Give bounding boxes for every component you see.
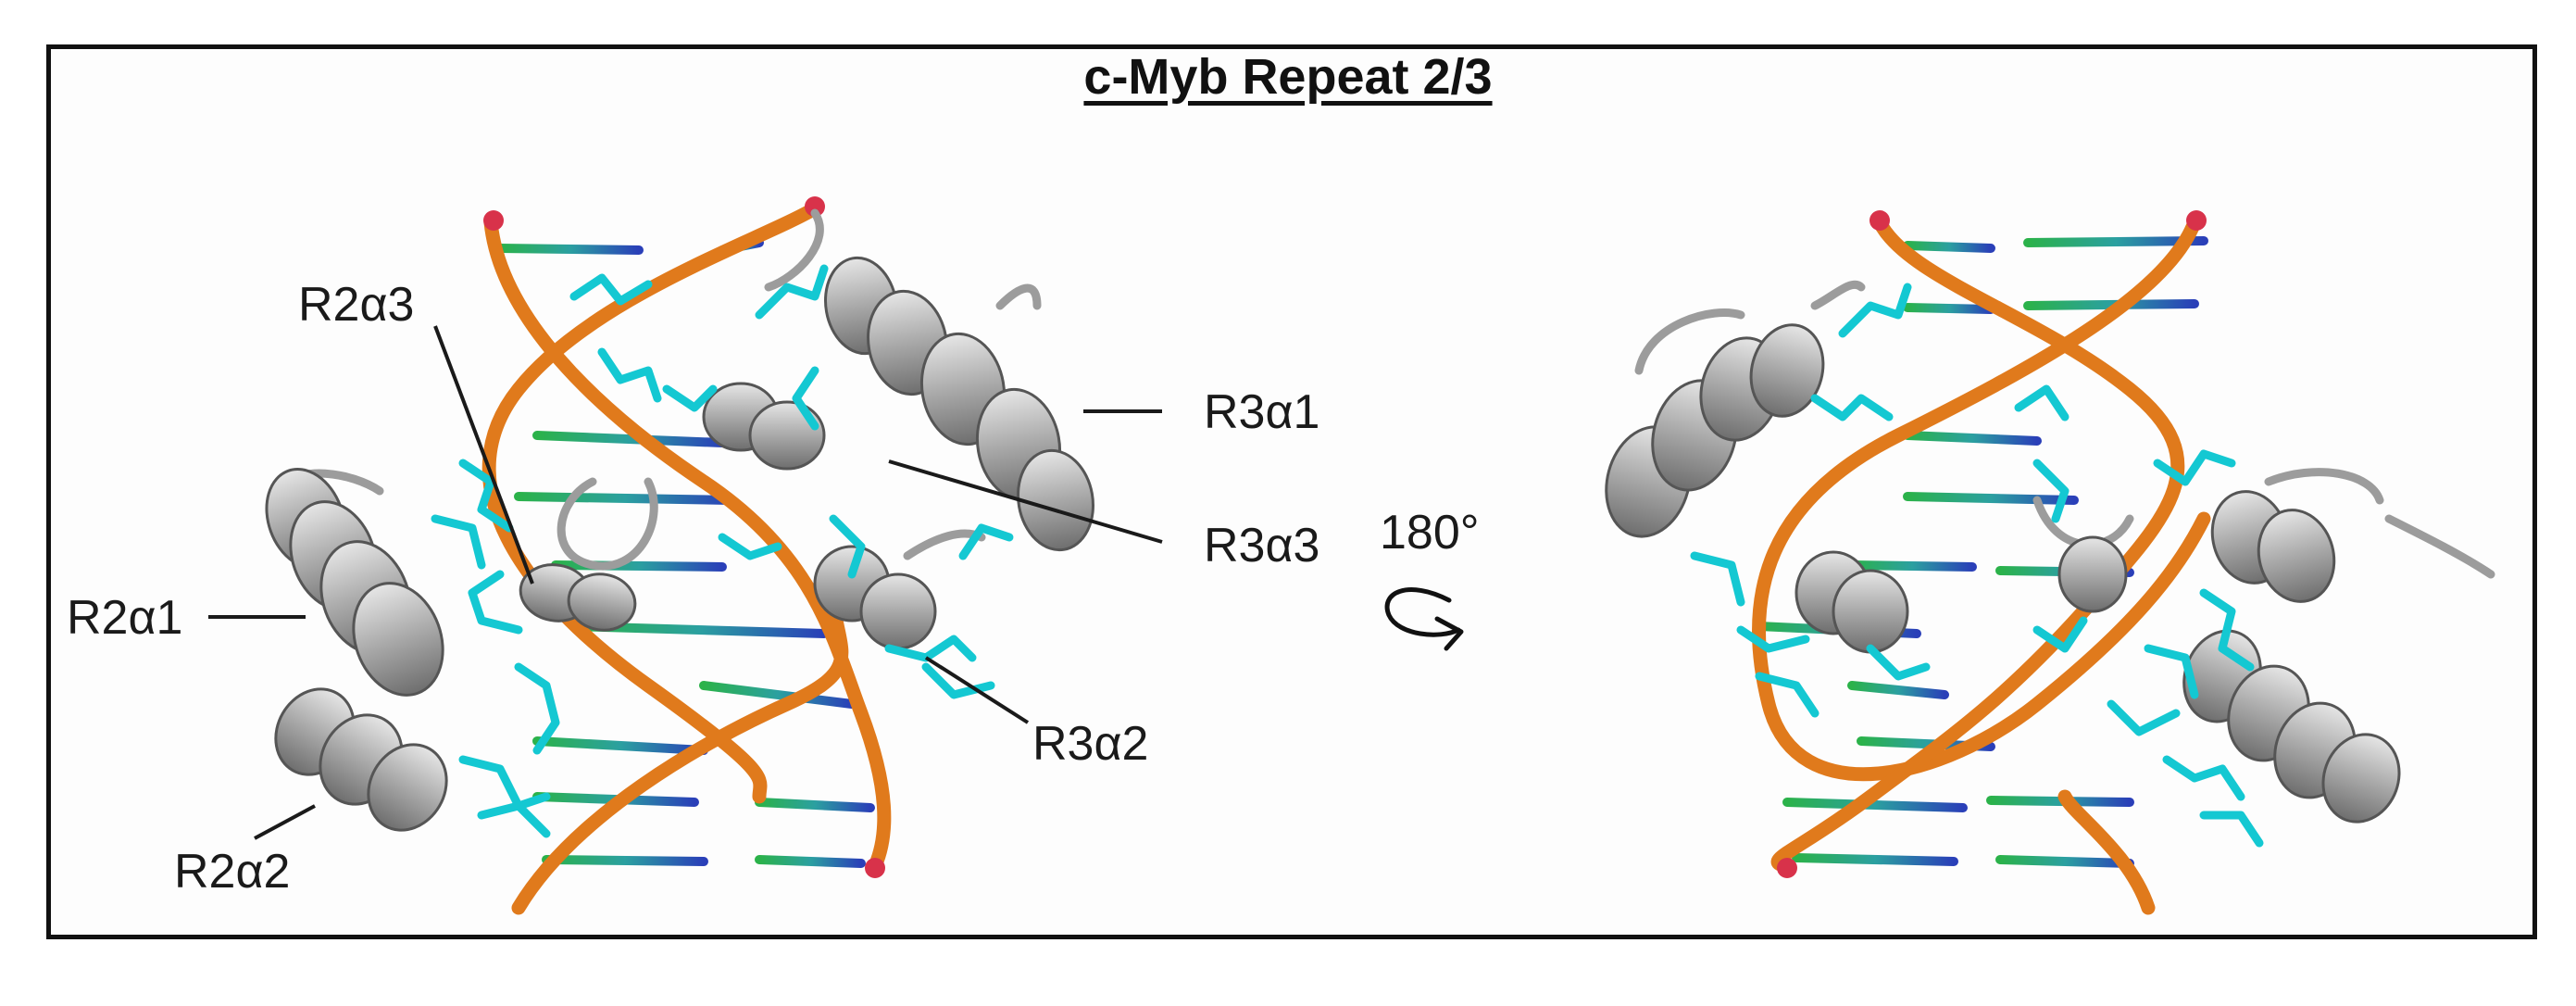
rotation-label: 180° [1380,506,1480,560]
leader-r3a3 [888,459,1163,544]
left-sidechains [431,264,1014,838]
label-r2a2: R2α2 [174,845,290,899]
label-r3a2: R3α2 [1032,717,1148,771]
right-dna-ends [1777,210,2207,878]
label-r2a1: R2α1 [67,591,182,645]
right-loops [1634,280,2495,579]
leader-r2a3 [433,325,534,585]
rotation-arrow-icon [1384,587,1464,651]
left-dna-ends [483,196,885,878]
label-r3a1: R3α1 [1204,385,1319,439]
leader-r3a2 [924,656,1030,724]
right-helices [1605,323,2401,824]
right-sidechains [1690,283,2264,848]
left-helices [265,256,1094,832]
label-r2a3: R2α3 [298,278,414,332]
label-r3a3: R3α3 [1204,519,1319,572]
leader-lines [208,325,1163,840]
figure-frame [46,44,2537,939]
left-base-pairs [495,238,875,868]
left-dna-backbone [481,201,892,915]
left-structure [265,196,1094,915]
right-base-pairs [1755,236,2208,868]
right-structure [1605,210,2495,915]
structure-labels: R2α3 R3α1 R3α3 R2α1 R3α2 R2α2 [67,278,1319,899]
figure-title: c-Myb Repeat 2/3 [1083,49,1493,105]
leader-r2a2 [254,804,316,840]
